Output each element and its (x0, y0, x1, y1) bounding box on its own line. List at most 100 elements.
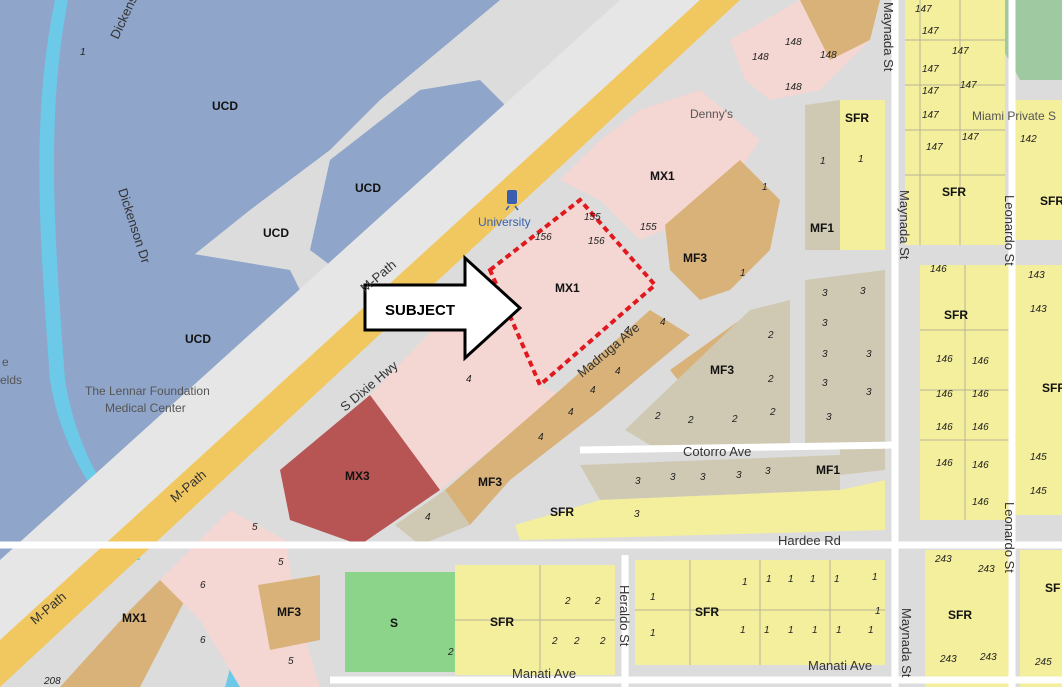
lot-number: 243 (939, 654, 957, 665)
lot-number: 4 (660, 317, 666, 328)
zone-label-sfr: SFR (942, 185, 966, 199)
lot-number: 3 (822, 288, 828, 299)
mf3-zone-bottom-left[interactable] (60, 580, 185, 687)
street-label-maynada-bottom: Maynada St (899, 608, 914, 678)
lot-number: 4 (538, 432, 544, 443)
lot-number: 146 (936, 354, 953, 365)
sfr-zone-maynada-north[interactable] (840, 100, 885, 250)
lot-number: 1 (766, 574, 772, 585)
ucd-zone-east[interactable] (310, 80, 520, 280)
street-label-leonardo-bottom: Leonardo St (1002, 502, 1017, 573)
mx3-zone[interactable] (280, 395, 440, 545)
zone-label-sfr: SFR (550, 505, 574, 519)
lot-number: 147 (922, 86, 939, 97)
lot-number: 1 (868, 625, 874, 636)
lot-number: 146 (936, 458, 953, 469)
subject-arrow[interactable] (363, 254, 523, 362)
canal-left (39, 0, 140, 560)
zone-label-mf3: MF3 (478, 475, 502, 489)
transit-station-label[interactable]: University (478, 215, 531, 229)
lot-number: 3 (736, 470, 742, 481)
sfr-zone-east-south[interactable] (1020, 550, 1062, 687)
lot-number: 5 (278, 557, 284, 568)
lot-number: 2 (769, 407, 776, 418)
mf3-zone-upper[interactable] (665, 160, 780, 300)
sfr-zone-east-north[interactable] (1010, 100, 1062, 240)
lot-number: 2 (599, 636, 606, 647)
street-label-manati-right: Manati Ave (808, 658, 872, 673)
mf1-zone-upper[interactable] (805, 100, 840, 250)
lot-number: 3 (670, 472, 676, 483)
lot-number: 1 (650, 628, 656, 639)
s-dixie-hwy-road[interactable] (0, 0, 740, 687)
lot-number: 1 (875, 606, 881, 617)
street-label-maynada-top: Maynada St (881, 2, 896, 72)
poi-dennys[interactable]: Denny's (690, 107, 733, 121)
sfr-zone-leonardo-south[interactable] (925, 550, 1010, 687)
lot-number: 4 (425, 512, 431, 523)
s-zone-park[interactable] (345, 572, 455, 672)
lot-number: 243 (934, 554, 952, 565)
mf3-zone-top[interactable] (800, 0, 880, 60)
poi-lennar-line2[interactable]: Medical Center (105, 401, 186, 415)
lot-number: 146 (930, 264, 947, 275)
subject-parcel[interactable] (490, 200, 655, 385)
lot-number: 6 (200, 635, 206, 646)
lot-number: 2 (767, 374, 774, 385)
lot-number: 2 (767, 330, 774, 341)
subject-outline[interactable] (487, 197, 658, 389)
zone-label-mx1: MX1 (122, 611, 147, 625)
sfr-zone-leonardo-north[interactable] (905, 0, 1005, 245)
lot-number: 2 (447, 647, 454, 658)
lot-number: 147 (952, 46, 969, 57)
mf1-zone-cotorro-north[interactable] (625, 300, 790, 450)
lot-number: 155 (584, 212, 601, 223)
poi-fields-fragment2: elds (0, 373, 22, 387)
lot-number: 2 (731, 414, 738, 425)
lot-number: 5 (252, 522, 258, 533)
lot-number: 3 (826, 412, 832, 423)
lot-number: 3 (765, 466, 771, 477)
sfr-zone-hardee[interactable] (515, 480, 885, 540)
lot-number: 147 (962, 132, 979, 143)
mf3-zone-madruga[interactable] (445, 310, 690, 525)
mf1-zone-corner[interactable] (395, 490, 470, 545)
lot-lines (455, 0, 1010, 675)
zone-label-sfr: SFR (490, 615, 514, 629)
lot-number: 2 (654, 411, 661, 422)
lot-number: 5 (288, 656, 294, 667)
lot-number: 1 (834, 574, 840, 585)
poi-miami-private[interactable]: Miami Private S (972, 109, 1056, 123)
street-label-leonardo-top: Leonardo St (1002, 195, 1017, 266)
train-station-icon[interactable] (505, 190, 519, 211)
lot-number: 4 (466, 374, 472, 385)
lot-number: 2 (573, 636, 580, 647)
mx1-zone-north[interactable] (560, 90, 760, 240)
zone-label-mf3: MF3 (683, 251, 707, 265)
lot-number: 1 (788, 574, 794, 585)
poi-lennar-line1[interactable]: The Lennar Foundation (85, 384, 210, 398)
lot-number: 146 (972, 460, 989, 471)
street-label-hardee: Hardee Rd (778, 533, 841, 548)
mf3-zone-bottom[interactable] (258, 575, 320, 650)
sfr-zone-east-mid[interactable] (1015, 265, 1062, 515)
lot-number: 1 (836, 625, 842, 636)
mf1-zone-cotorro-south[interactable] (580, 455, 840, 500)
zone-label-ucd: UCD (185, 332, 211, 346)
lot-number: 147 (922, 110, 939, 121)
zone-label-mf1: MF1 (810, 221, 834, 235)
lot-number: 4 (624, 325, 630, 336)
lot-number: 147 (922, 26, 939, 37)
lot-number: 3 (822, 349, 828, 360)
lot-number: 148 (785, 37, 802, 48)
lot-number: 145 (1030, 452, 1047, 463)
subject-label: SUBJECT (385, 302, 455, 319)
lot-number: 1 (742, 577, 748, 588)
ucd-zone-north[interactable] (0, 0, 500, 420)
lot-number: 245 (1034, 657, 1052, 668)
mf1-zone-right[interactable] (805, 270, 885, 475)
lot-number: 3 (866, 387, 872, 398)
lot-number: 3 (700, 472, 706, 483)
